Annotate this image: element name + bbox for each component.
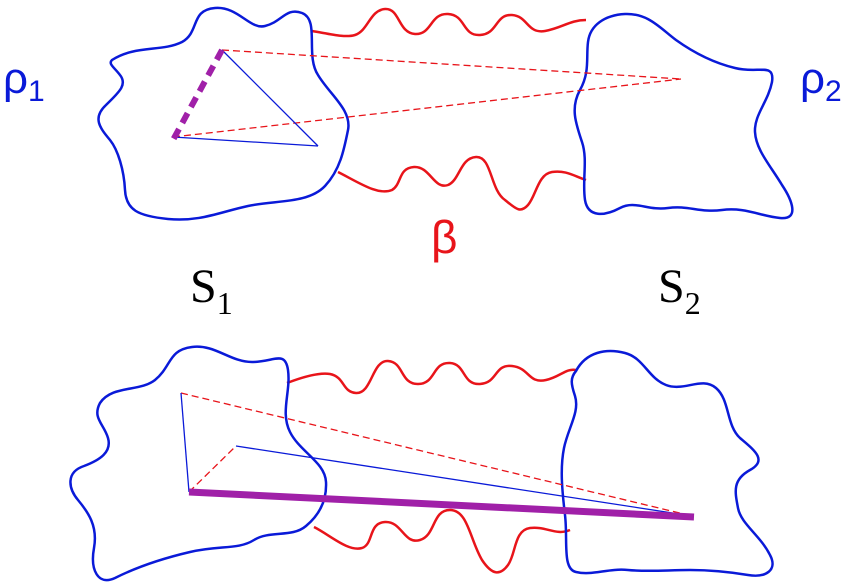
label-beta: β	[431, 211, 457, 263]
top-dashed-line-lower	[172, 78, 682, 138]
top-dashed-line-upper	[221, 49, 682, 80]
top-panel	[97, 6, 794, 221]
bottom-dashed-line-short	[188, 445, 237, 493]
top-string-upper	[311, 7, 587, 38]
bottom-purple-solid-edge	[188, 488, 695, 521]
bottom-blue-edge-vertical	[180, 392, 190, 493]
bottom-panel	[69, 345, 774, 582]
label-s1: S1	[190, 260, 233, 321]
bottom-string-lower	[313, 508, 571, 574]
top-string-lower	[337, 155, 587, 211]
surface-s1-top	[97, 6, 350, 221]
label-rho2: ρ2	[800, 54, 842, 108]
bottom-blue-edge-long	[235, 445, 693, 517]
top-purple-dashed-edge	[170, 48, 225, 142]
surface-s1-bottom	[69, 345, 328, 582]
label-rho1: ρ1	[3, 54, 45, 108]
bottom-string-upper	[286, 359, 577, 395]
label-s2: S2	[658, 260, 701, 321]
top-blue-edge-diagonal	[221, 49, 319, 147]
top-blue-edge-bottom	[172, 136, 319, 147]
surface-s2-bottom	[560, 349, 774, 577]
surface-s2-top	[573, 12, 794, 220]
